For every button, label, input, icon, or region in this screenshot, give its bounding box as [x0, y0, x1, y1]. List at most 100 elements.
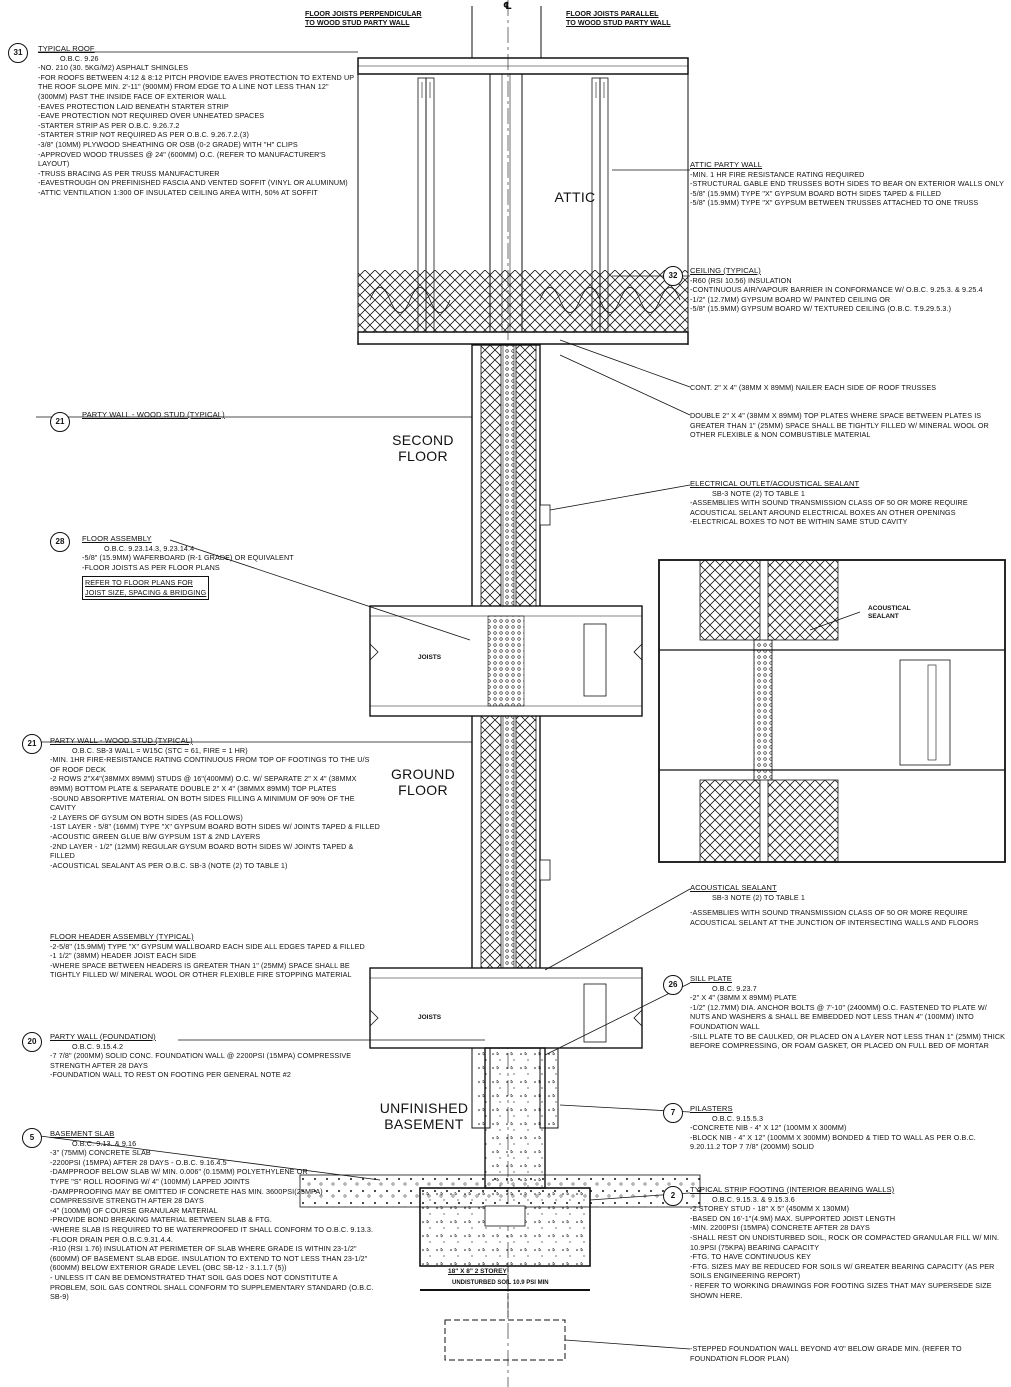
party-wall-line: -ACOUSTIC GREEN GLUE b/w GYPSUM 1st & 2n… [50, 831, 261, 841]
electrical-title: ELECTRICAL OUTLET/ACOUSTICAL SEALANT [690, 479, 860, 488]
footing-line: -SHALL REST ON UNDISTURBED SOIL, ROCK OR… [690, 1232, 1000, 1252]
roof-line: -NO. 210 (30. 5KG/m2) ASPHALT SHINGLES [38, 63, 189, 73]
roof-line: -FOR ROOFS BETWEEN 4:12 & 8:12 PITCH PRO… [38, 72, 354, 101]
footing-line: -BASED ON 16'-1"(4.9m) MAX. SUPPORTED JO… [690, 1213, 896, 1223]
header-line: -WHERE SPACE BETWEEN HEADERS IS GREATER … [50, 960, 352, 980]
foundation-assembly [299, 1047, 701, 1361]
slab-line: -DAMPPROOFING MAY BE OMITTED IF CONCRETE… [50, 1186, 323, 1206]
slab-line: -2200psi (15MPa) AFTER 28 DAYS - O.B.C. … [50, 1157, 227, 1167]
tag-foundation: 20 [22, 1032, 42, 1052]
roof-line: -3/8" (10mm) PLYWOOD SHEATHING OR OSB (0… [38, 139, 298, 149]
sill-line: -1/2" (12.7mm) DIA. ANCHOR BOLTS @ 7'-10… [690, 1002, 987, 1031]
note-strip-footing: TYPICAL STRIP FOOTING (INTERIOR BEARING … [690, 1185, 1008, 1300]
room-label-attic: ATTIC [554, 189, 596, 205]
note-electrical-outlet: ELECTRICAL OUTLET/ACOUSTICAL SEALANT SB-… [690, 479, 1008, 527]
party-wall-upper-title: PARTY WALL - WOOD STUD (TYPICAL) [82, 410, 225, 419]
party-wall-line: -2 ROWS 2"X4"(38mmX 89mm) STUDS @ 16"(40… [50, 774, 357, 793]
slab-line: -FLOOR DRAIN PER O.B.C.9.31.4.4. [50, 1234, 174, 1244]
joists-parallel-line2: TO WOOD STUD PARTY WALL [566, 18, 671, 27]
note-ceiling: CEILING (TYPICAL) -R60 (RSI 10.56) INSUL… [690, 266, 996, 314]
floor-assembly-line: -FLOOR JOISTS AS PER FLOOR PLANS [82, 562, 220, 572]
pilasters-line: -CONCRETE NIB - 4" X 12" (100mm X 300mm) [690, 1123, 847, 1133]
detail-sealant-line2: SEALANT [868, 613, 899, 620]
electrical-line: -ELECTRICAL BOXES TO NOT BE WITHIN SAME … [690, 517, 908, 527]
footing-line: -FTG. TO HAVE CONTINUOUS KEY [690, 1252, 812, 1262]
electrical-line: -ASSEMBLIES WITH SOUND TRANSMISSION CLAS… [690, 498, 968, 517]
electrical-ref: SB-3 NOTE (2) TO TABLE 1 [712, 488, 805, 498]
note-party-wall-lower: PARTY WALL - WOOD STUD (TYPICAL) O.B.C. … [50, 736, 380, 870]
sill-ref: O.B.C. 9.23.7 [712, 983, 757, 993]
slab-line: -3" (75mm) CONCRETE SLAB [50, 1148, 151, 1158]
note-floor-assembly: FLOOR ASSEMBLY O.B.C. 9.23.14.3, 9.23.14… [82, 534, 382, 600]
footing-title: TYPICAL STRIP FOOTING (INTERIOR BEARING … [690, 1185, 895, 1194]
note-pilasters: PILASTERS O.B.C. 9.15.5.3 -CONCRETE NIB … [690, 1104, 1008, 1152]
tag-pilasters: 7 [663, 1103, 683, 1123]
slab-line: -WHERE SLAB IS REQUIRED TO BE WATERPROOF… [50, 1224, 374, 1234]
note-attic-party-wall: ATTIC PARTY WALL -MIN. 1 HR FIRE RESISTA… [690, 160, 1008, 208]
ground-floor-line2: FLOOR [398, 782, 448, 798]
soil-label: UNDISTURBED SOIL 10.9 PSI MIN [452, 1280, 549, 1286]
attic-wall-line: -5/8" (15.9mm) TYPE "X" GYPSUM BOARD BOT… [690, 188, 942, 198]
acoustical-ref: SB-3 NOTE (2) TO TABLE 1 [712, 892, 805, 902]
note-party-wall-upper: PARTY WALL - WOOD STUD (TYPICAL) [82, 410, 282, 420]
acoustical-sealant-detail [658, 559, 1006, 863]
tag-strip-footing: 2 [663, 1186, 683, 1206]
second-floor-line2: FLOOR [398, 448, 448, 464]
tag-roof: 31 [8, 43, 28, 63]
note-acoustical-sealant: ACOUSTICAL SEALANT SB-3 NOTE (2) TO TABL… [690, 883, 1008, 927]
roof-line: -APPROVED WOOD TRUSSES @ 24" (600mm) O.C… [38, 149, 326, 169]
joists-perpendicular-line1: FLOOR JOISTS PERPENDICULAR [305, 9, 422, 18]
roof-line: -STARTER STRIP AS PER O.B.C. 9.26.7.2 [38, 120, 180, 130]
roof-title: TYPICAL ROOF [38, 44, 95, 53]
note-nailer: CONT. 2" x 4" (38mm X 89mm) NAILER EACH … [690, 383, 937, 392]
acoustical-title: ACOUSTICAL SEALANT [690, 883, 777, 892]
note-basement-slab: BASEMENT SLAB O.B.C. 9.13. & 9.16 -3" (7… [50, 1129, 376, 1302]
sill-line: -SILL PLATE TO BE CAULKED, OR PLACED ON … [690, 1031, 1006, 1051]
note-sill-plate: SILL PLATE O.B.C. 9.23.7 -2" X 4" (38mm … [690, 974, 1008, 1051]
slab-line: TYPE "S" ROLL ROOFING W/ 4" (100mm) LAPP… [50, 1176, 250, 1186]
box-line2: JOIST SIZE, SPACING & BRIDGING [85, 587, 207, 597]
centerline-symbol: ℄ [503, 1, 512, 12]
roof-structure [357, 0, 689, 1387]
joists-label-lower: JOISTS [418, 1014, 442, 1021]
roof-ref: O.B.C. 9.26 [60, 53, 99, 63]
tag-basement-slab: 5 [22, 1128, 42, 1148]
tag-party-wall-upper: 21 [50, 412, 70, 432]
sill-line: -2" X 4" (38mm X 89mm) PLATE [690, 993, 797, 1003]
foundation-line: -FOUNDATION WALL TO REST ON FOOTING PER … [50, 1070, 291, 1080]
basement-line1: UNFINISHED [379, 1100, 469, 1116]
floor-assembly-line: -5/8" (15.9mm) WAFERBOARD (R-1 GRADE) OR… [82, 553, 294, 563]
footing-line: -FTG. SIZES MAY BE REDUCED FOR SOILS W/ … [690, 1261, 995, 1281]
header-title: FLOOR HEADER ASSEMBLY (TYPICAL) [50, 932, 194, 941]
footing-ref: O.B.C. 9.15.3. & 9.15.3.6 [712, 1194, 795, 1204]
party-wall-assembly [369, 344, 643, 1049]
second-floor-line1: SECOND [392, 432, 454, 448]
ceiling-title: CEILING (TYPICAL) [690, 266, 761, 275]
ground-floor-line1: GROUND [390, 766, 456, 782]
joists-label-upper: JOISTS [418, 654, 442, 661]
attic-wall-line: -STRUCTURAL GABLE END TRUSSES BOTH SIDES… [690, 179, 1004, 189]
floor-plans-reference-box: REFER TO FLOOR PLANS FOR JOIST SIZE, SPA… [82, 576, 210, 600]
note-joists-perpendicular: FLOOR JOISTS PERPENDICULAR TO WOOD STUD … [305, 9, 422, 27]
floor-assembly-ref: O.B.C. 9.23.14.3, 9.23.14.4 [104, 543, 195, 553]
foundation-ref: O.B.C. 9.15.4.2 [72, 1041, 124, 1051]
footing-line: -2 STOREY STUD - 18" X 5" (450mm X 130mm… [690, 1204, 850, 1214]
room-label-second-floor: SECOND FLOOR [388, 432, 458, 464]
slab-line: -R10 (RSI 1.76) INSULATION AT PERIMETER … [50, 1244, 368, 1273]
party-wall-lower-title: PARTY WALL - WOOD STUD (TYPICAL) [50, 736, 193, 745]
roof-line: -TRUSS BRACING AS PER TRUSS MANUFACTURER [38, 168, 220, 178]
tag-sill-plate: 26 [663, 975, 683, 995]
roof-line: -EAVE PROTECTION NOT REQUIRED OVER UNHEA… [38, 111, 265, 121]
ceiling-line: -1/2" (12.7mm) GYPSUM BOARD W/ PAINTED C… [690, 294, 891, 304]
slab-line: -DAMPPROOF BELOW SLAB W/ MIN. 0.006" (0.… [50, 1167, 308, 1177]
tag-ceiling: 32 [663, 266, 683, 286]
header-line: -2-5/8" (15.9mm) TYPE "X" GYPSUM WALLBOA… [50, 941, 365, 951]
attic-wall-line: -MIN. 1 HR FIRE RESISTANCE RATING REQUIR… [690, 169, 865, 179]
sill-title: SILL PLATE [690, 974, 732, 983]
ceiling-line: -5/8" (15.9mm) GYPSUM BOARD W/ TEXTURED … [690, 304, 952, 314]
pilasters-title: PILASTERS [690, 1104, 733, 1113]
party-wall-line: -2 LAYERS OF GYSUM ON BOTH SIDES (as fol… [50, 812, 243, 822]
roof-line: -EAVES PROTECTION LAID BENEATH STARTER S… [38, 101, 229, 111]
